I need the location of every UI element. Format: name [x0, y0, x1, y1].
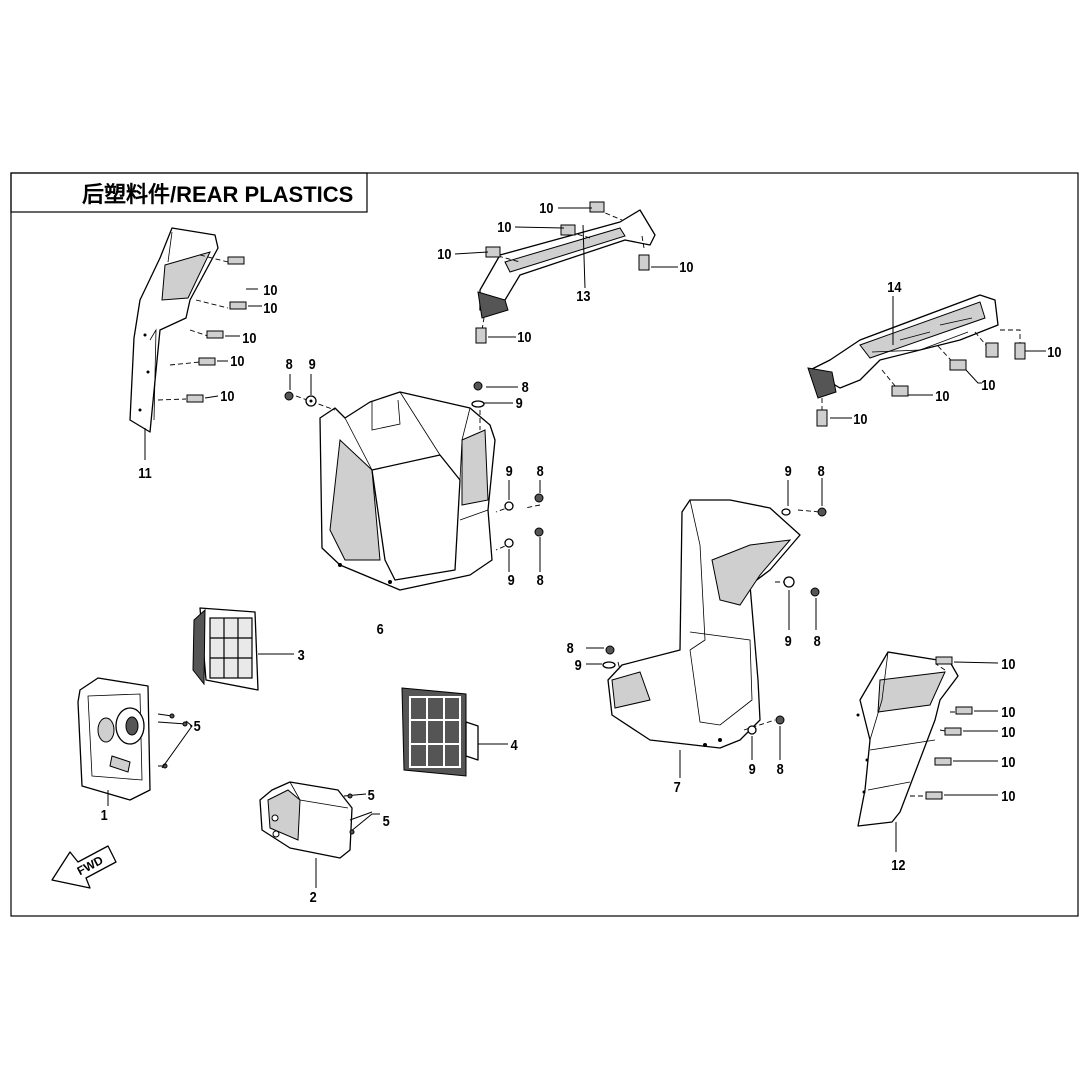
- callout-7: 7: [674, 778, 681, 795]
- callout-8-h: 8: [777, 760, 784, 777]
- callout-10-c: 10: [242, 329, 256, 346]
- callout-labels: 1 2 3 4 5 5 5 6 7 8 8 8 8 8 8 8 8 9 9 9 …: [101, 199, 1062, 905]
- callout-8-b: 8: [522, 378, 529, 395]
- callout-5-b: 5: [368, 786, 375, 803]
- callout-10-l: 10: [981, 376, 995, 393]
- callout-10-q: 10: [1001, 723, 1015, 740]
- callout-10-o: 10: [1001, 655, 1015, 672]
- callout-10-m: 10: [935, 387, 949, 404]
- bolt-8a: [284, 391, 294, 401]
- part-1-intake-housing: [77, 677, 151, 806]
- callout-10-g: 10: [497, 218, 511, 235]
- callout-1: 1: [101, 806, 108, 823]
- fasteners-part-6: [284, 374, 544, 572]
- screws-part-1: [157, 713, 193, 769]
- callout-10-h: 10: [437, 245, 451, 262]
- part-3-vent-grille: [192, 607, 294, 691]
- callout-10-j: 10: [517, 328, 531, 345]
- callout-9-c: 9: [506, 462, 513, 479]
- fwd-direction-arrow: FWD: [51, 845, 117, 889]
- callout-9-e: 9: [785, 462, 792, 479]
- fasteners-part-7: [586, 478, 827, 760]
- part-14-right-rear-rail: [807, 294, 1046, 427]
- part-2-air-duct: [259, 781, 380, 888]
- callout-9-b: 9: [516, 394, 523, 411]
- callout-9-a: 9: [309, 355, 316, 372]
- callout-6: 6: [377, 620, 384, 637]
- callout-10-k: 10: [1047, 343, 1061, 360]
- callout-2: 2: [310, 888, 317, 905]
- callout-10-e: 10: [220, 387, 234, 404]
- callout-8-d: 8: [537, 571, 544, 588]
- callout-10-f: 10: [539, 199, 553, 216]
- callout-4: 4: [511, 736, 518, 753]
- part-12-right-rear-fender: [856, 651, 999, 852]
- callout-10-a: 10: [263, 281, 277, 298]
- callout-8-a: 8: [286, 355, 293, 372]
- callout-14: 14: [887, 278, 901, 295]
- callout-3: 3: [298, 646, 305, 663]
- callout-10-d: 10: [230, 352, 244, 369]
- callout-10-b: 10: [263, 299, 277, 316]
- callout-9-f: 9: [785, 632, 792, 649]
- part-6-rear-inner-panel: [295, 391, 541, 591]
- callout-13: 13: [576, 287, 590, 304]
- callout-5-c: 5: [383, 812, 390, 829]
- diagram-border: [10, 172, 1079, 917]
- callout-10-n: 10: [853, 410, 867, 427]
- callout-8-e: 8: [818, 462, 825, 479]
- callout-11: 11: [138, 464, 152, 481]
- part-13-top-rear-rail: [454, 201, 678, 344]
- callout-10-s: 10: [1001, 787, 1015, 804]
- callout-8-f: 8: [814, 632, 821, 649]
- callout-12: 12: [891, 856, 905, 873]
- callout-9-d: 9: [508, 571, 515, 588]
- callout-9-h: 9: [749, 760, 756, 777]
- diagram-title: 后塑料件/REAR PLASTICS: [82, 182, 353, 207]
- callout-8-g: 8: [567, 639, 574, 656]
- callout-8-c: 8: [537, 462, 544, 479]
- part-7-rear-side-panel: [607, 499, 821, 778]
- part-11-left-rear-fender: [129, 227, 229, 433]
- clips-part-11: [186, 256, 262, 403]
- callout-10-p: 10: [1001, 703, 1015, 720]
- callout-9-g: 9: [575, 656, 582, 673]
- title-box: [10, 172, 368, 213]
- part-4-vent-grille: [401, 687, 508, 777]
- callout-10-r: 10: [1001, 753, 1015, 770]
- callout-5-a: 5: [194, 717, 201, 734]
- callout-10-i: 10: [679, 258, 693, 275]
